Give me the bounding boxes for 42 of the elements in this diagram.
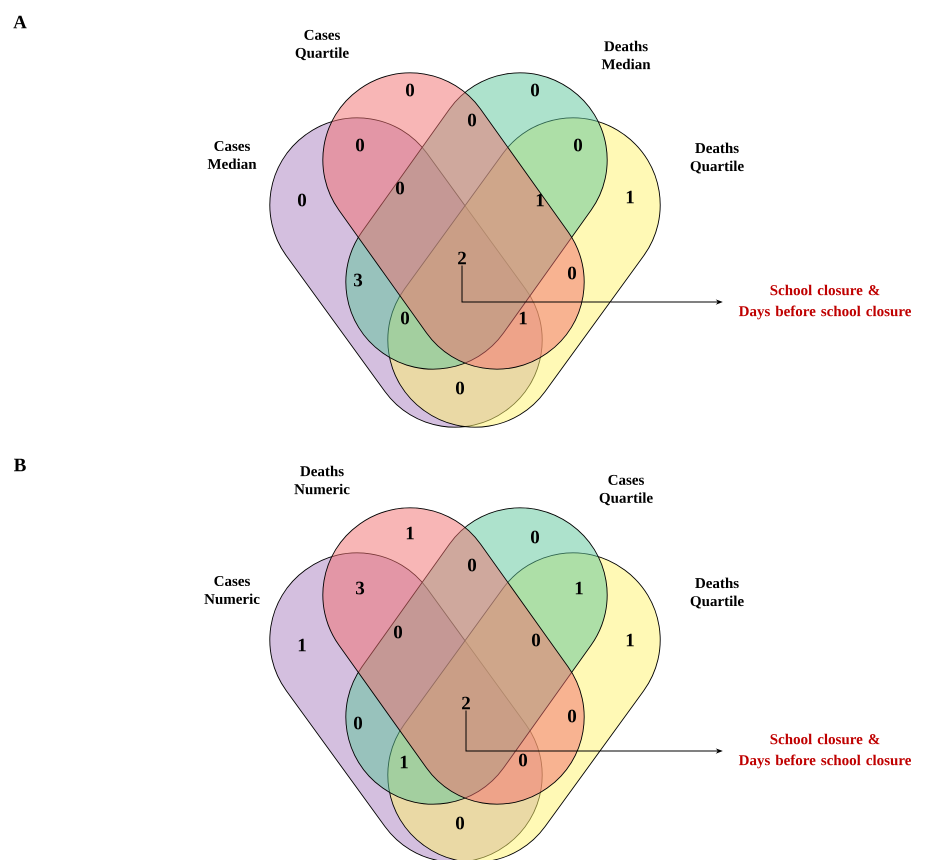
venn-set: Deaths Median [602,40,650,70]
annotation-text: School closure & Days before school closure [738,284,912,320]
region-count: 0 [532,634,540,646]
region-count: 0 [530,84,540,96]
region-count: 1 [626,634,634,646]
venn-set: Deaths Quartile [690,142,744,174]
venn-set: Cases Numeric [204,576,260,604]
region-count: 2 [458,252,466,264]
region-count: 0 [568,710,576,722]
annotation-text: School closure & Days before school closure [738,734,912,768]
region-count: 0 [298,194,306,206]
region-count: 0 [456,382,464,394]
region-count: 0 [396,182,404,194]
venn-set: Deaths Numeric [294,466,350,494]
region-count: 1 [406,526,414,540]
region-count: 1 [298,638,306,652]
region-count: 0 [356,138,364,152]
venn-set: Cases Quartile [600,474,653,506]
region-count: 0 [574,138,582,152]
region-count: 0 [354,716,362,730]
region-count: 2 [462,696,470,710]
region-count: 0 [530,530,540,544]
venn-set: Cases Quartile [296,30,349,60]
panel-label: B [14,458,26,472]
region-count: 3 [354,274,362,286]
region-count: 3 [356,582,364,594]
region-count: 0 [468,114,476,126]
region-count: 0 [394,626,402,638]
region-count: 1 [400,756,408,768]
region-count: 1 [520,312,527,324]
region-count: 0 [468,558,476,572]
venn-set: Deaths Quartile [690,578,744,608]
region-count: 1 [626,190,634,204]
region-count: 0 [456,816,464,830]
region-count: 1 [576,582,583,594]
region-count: 1 [536,194,544,206]
region-count: 0 [518,754,528,766]
venn-set: Cases Median [208,140,256,170]
region-count: 0 [400,312,410,324]
region-count: 0 [568,266,576,280]
panel-label: A [13,16,27,28]
region-count: 0 [406,84,414,96]
